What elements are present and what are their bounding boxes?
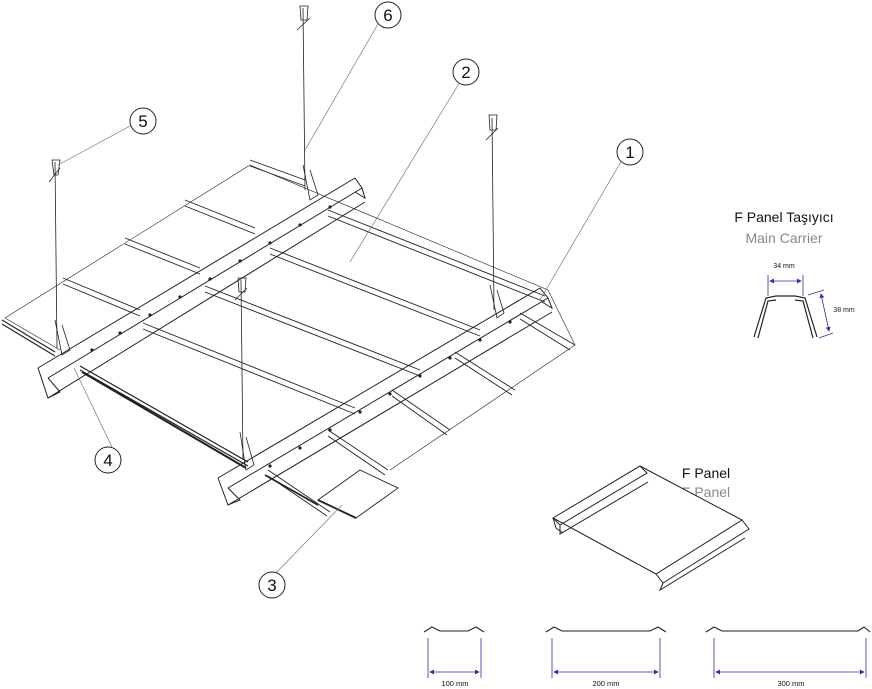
callout-6: 6 — [374, 1, 402, 29]
callout-4: 4 — [94, 446, 122, 474]
width-profile-300: 300 mm — [705, 626, 871, 688]
carrier-height-dim — [807, 289, 834, 339]
callout-4-label: 4 — [103, 451, 112, 470]
carrier-title-en: Main Carrier — [745, 230, 822, 246]
width-profile-200: 200 mm — [545, 626, 667, 688]
ceiling-assembly — [1, 5, 576, 519]
panel-end-piece — [264, 469, 399, 519]
carrier-width-dim — [767, 275, 804, 296]
leader-lines — [57, 23, 623, 575]
callout-5-label: 5 — [138, 112, 147, 131]
carrier-detail: F Panel Taşıyıcı Main Carrier 34 mm 38 m… — [734, 209, 855, 339]
hangers — [48, 5, 505, 471]
panel-detail: F Panel F Panel — [551, 465, 750, 592]
carrier-slots — [90, 205, 512, 468]
panel-title-tr: F Panel — [682, 465, 730, 481]
carrier-profile — [753, 295, 818, 339]
panel-rails — [62, 159, 576, 517]
carrier-height-label: 38 mm — [833, 307, 855, 314]
width-300-label: 300 mm — [777, 679, 804, 688]
callout-6-label: 6 — [383, 6, 392, 25]
carrier-title-tr: F Panel Taşıyıcı — [734, 209, 833, 225]
main-carrier-back — [37, 177, 366, 399]
callout-1: 1 — [616, 138, 644, 166]
panel-illustration — [551, 465, 750, 592]
callout-1-label: 1 — [625, 143, 634, 162]
carrier-width-label: 34 mm — [773, 263, 795, 270]
main-carrier-front — [217, 287, 554, 506]
width-200-label: 200 mm — [592, 679, 619, 688]
callout-3: 3 — [258, 571, 286, 599]
wall-angle-left — [1, 319, 249, 469]
width-profile-100: 100 mm — [423, 626, 485, 688]
callout-3-label: 3 — [267, 576, 276, 595]
panel-field — [4, 164, 576, 471]
callout-2-label: 2 — [461, 63, 470, 82]
width-100-label: 100 mm — [441, 679, 468, 688]
callout-2: 2 — [452, 58, 480, 86]
callout-5: 5 — [129, 107, 157, 135]
